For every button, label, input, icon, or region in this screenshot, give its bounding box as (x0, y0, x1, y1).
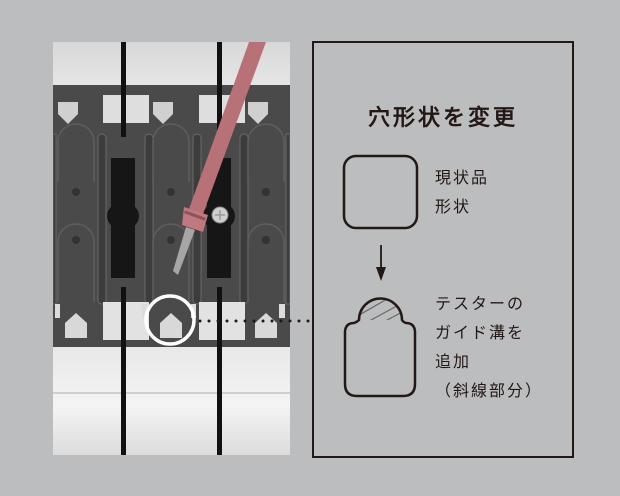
explanation-panel: 穴形状を変更 現状品 形状 テスターの ガイド溝を 追加 （斜線部分） (312, 41, 574, 458)
new-hole-shape (343, 297, 417, 398)
current-hole-shape (342, 154, 419, 230)
label-line: 現状品 (435, 168, 490, 187)
label-line: 形状 (435, 197, 472, 216)
label-line: テスターの (435, 294, 526, 313)
down-arrow-icon (376, 245, 386, 281)
label-line: ガイド溝を (435, 323, 526, 342)
panel-title: 穴形状を変更 (367, 106, 518, 131)
tester-probe (173, 42, 266, 275)
terminal-block-photo (53, 42, 290, 455)
current-shape-label: 現状品 形状 (435, 163, 489, 221)
new-shape-label: テスターの ガイド溝を 追加 （斜線部分） (435, 289, 543, 405)
label-line: 追加 (435, 352, 472, 371)
label-line: （斜線部分） (435, 381, 544, 400)
